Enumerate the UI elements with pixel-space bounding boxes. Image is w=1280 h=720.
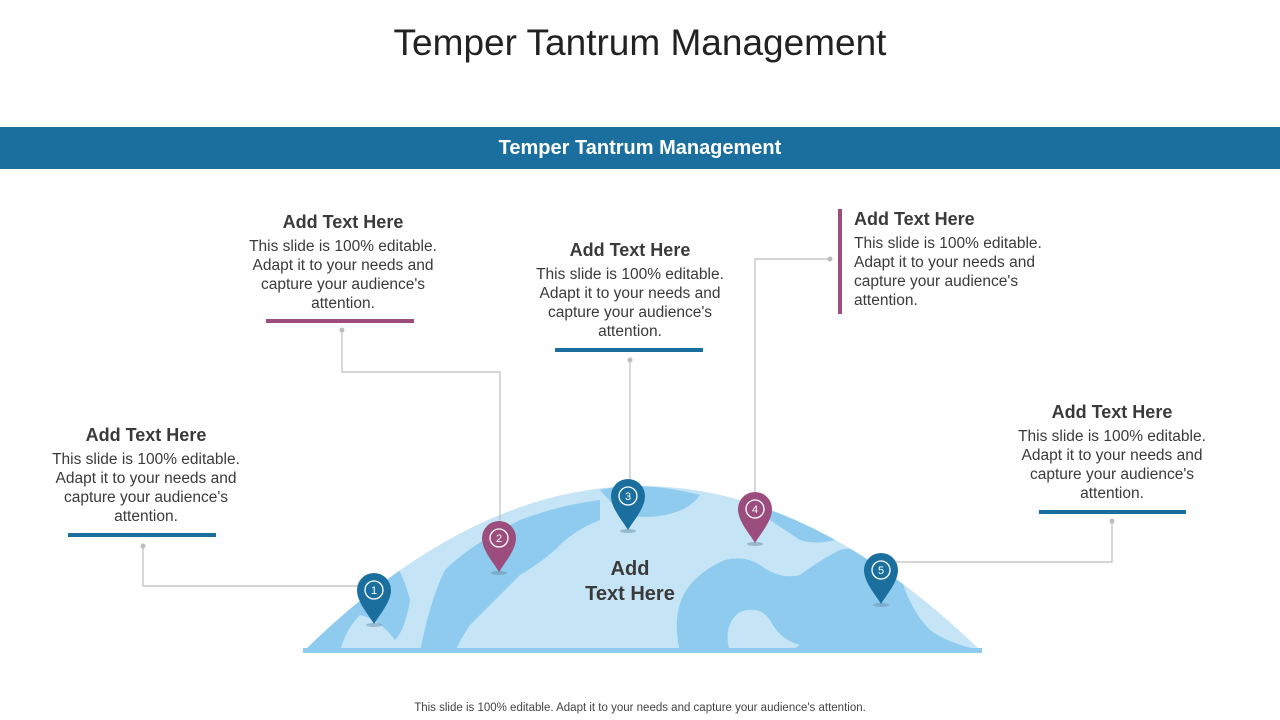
block-1-underline <box>68 533 216 537</box>
text-block-3: Add Text Here This slide is 100% editabl… <box>535 240 725 341</box>
pin-ring <box>745 499 765 519</box>
pin-shadow <box>366 623 382 627</box>
pin-shadow <box>747 542 763 546</box>
connector-2 <box>341 330 501 525</box>
connector-1 <box>142 546 360 587</box>
text-block-5: Add Text Here This slide is 100% editabl… <box>1017 402 1207 503</box>
map-pin-3: 3 <box>611 479 645 533</box>
header-banner: Temper Tantrum Management <box>0 127 1280 169</box>
map-pin-4: 4 <box>738 492 772 546</box>
continent-island <box>727 609 800 652</box>
connector-dot-4 <box>827 256 833 262</box>
globe-center-label: Add Text Here <box>560 557 700 607</box>
pin-shadow <box>491 571 507 575</box>
block-4-heading: Add Text Here <box>854 209 975 229</box>
block-5-heading: Add Text Here <box>1051 402 1173 422</box>
pin-ring <box>618 486 638 506</box>
connector-dots <box>140 256 1115 549</box>
center-label-line2: Text Here <box>585 583 675 605</box>
block-1-body: This slide is 100% editable. Adapt it to… <box>52 451 240 525</box>
block-3-heading: Add Text Here <box>569 240 691 260</box>
connector-dot-1 <box>140 543 146 549</box>
pin-number-5: 5 <box>878 565 884 577</box>
map-pin-1: 1 <box>357 573 391 627</box>
pin-number-3: 3 <box>625 491 631 503</box>
block-1-heading: Add Text Here <box>85 425 207 445</box>
connector-dot-2 <box>339 327 345 333</box>
block-3-underline <box>555 348 703 352</box>
map-pin-2: 2 <box>482 521 516 575</box>
pin-shadow <box>620 529 636 533</box>
block-4-sidebar <box>838 209 842 314</box>
block-5-underline <box>1039 510 1186 514</box>
banner-label: Temper Tantrum Management <box>498 136 782 159</box>
pin-number-2: 2 <box>496 533 502 545</box>
pin-number-4: 4 <box>752 504 758 516</box>
center-label-line1: Add <box>610 558 650 580</box>
continent-west <box>420 500 600 652</box>
text-block-4: Add Text Here This slide is 100% editabl… <box>854 209 1044 310</box>
pin-shadow <box>873 603 889 607</box>
text-block-1: Add Text Here This slide is 100% editabl… <box>51 425 241 526</box>
pin-ring <box>489 528 509 548</box>
slide-title: Temper Tantrum Management <box>393 22 887 63</box>
text-block-2: Add Text Here This slide is 100% editabl… <box>248 212 438 313</box>
pin-ring <box>364 580 384 600</box>
block-3-body: This slide is 100% editable. Adapt it to… <box>536 266 724 340</box>
map-pins: 1 2 3 4 5 <box>357 479 898 627</box>
connector-4 <box>754 258 830 495</box>
pin-ring <box>871 560 891 580</box>
pin-number-1: 1 <box>371 585 377 597</box>
block-2-underline <box>266 319 414 323</box>
block-2-body: This slide is 100% editable. Adapt it to… <box>249 238 437 312</box>
block-4-body: This slide is 100% editable. Adapt it to… <box>854 235 1042 309</box>
connector-dot-3 <box>627 357 633 363</box>
block-2-heading: Add Text Here <box>282 212 404 232</box>
connectors <box>142 258 1113 587</box>
connector-dot-5 <box>1109 518 1115 524</box>
block-5-body: This slide is 100% editable. Adapt it to… <box>1018 428 1206 502</box>
map-pin-5: 5 <box>864 553 898 607</box>
globe-base <box>303 648 982 653</box>
connector-5 <box>895 521 1113 563</box>
footer-note: This slide is 100% editable. Adapt it to… <box>414 702 866 714</box>
